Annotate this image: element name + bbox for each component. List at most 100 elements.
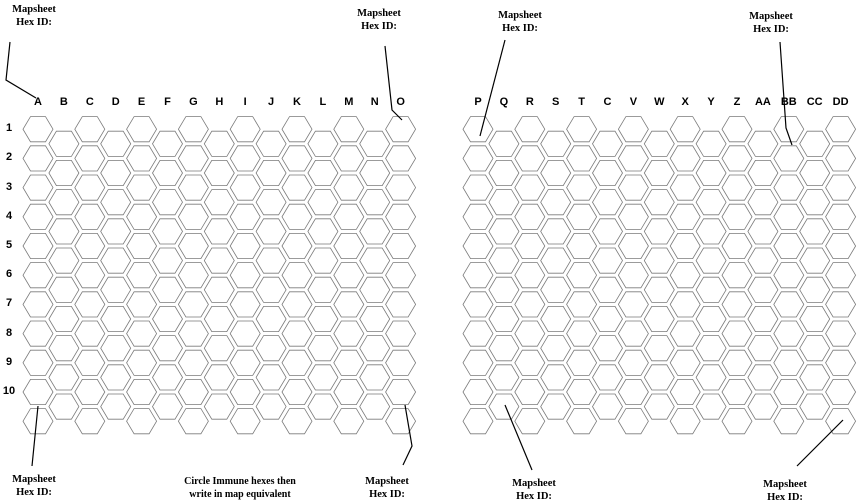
hex-cell[interactable]: [799, 305, 831, 333]
hex-cell[interactable]: [617, 203, 649, 230]
hex-cell[interactable]: [592, 218, 623, 245]
hex-cell[interactable]: [229, 349, 261, 376]
hex-cell[interactable]: [333, 232, 365, 260]
hex-cell[interactable]: [540, 393, 572, 420]
hex-cell[interactable]: [74, 378, 106, 406]
hex-cell[interactable]: [307, 130, 339, 157]
hex-cell[interactable]: [566, 378, 598, 406]
hex-cell[interactable]: [799, 393, 831, 420]
hex-cell[interactable]: [773, 232, 805, 260]
hex-cell[interactable]: [566, 116, 598, 143]
hex-cell[interactable]: [229, 408, 261, 435]
hex-cell[interactable]: [617, 320, 649, 347]
hex-cell[interactable]: [592, 159, 623, 187]
hex-cell[interactable]: [721, 145, 753, 172]
hex-cell[interactable]: [281, 145, 313, 172]
hex-cell[interactable]: [126, 145, 158, 172]
hex-cell[interactable]: [825, 349, 857, 376]
hex-cell[interactable]: [74, 349, 106, 376]
hex-cell[interactable]: [229, 174, 261, 201]
hex-cell[interactable]: [255, 218, 287, 245]
hex-cell[interactable]: [747, 189, 779, 216]
hex-cell[interactable]: [773, 174, 805, 201]
hex-cell[interactable]: [229, 291, 261, 318]
hex-cell[interactable]: [773, 145, 805, 172]
hex-cell[interactable]: [203, 218, 235, 245]
hex-cell[interactable]: [540, 247, 572, 274]
hex-cell[interactable]: [721, 320, 753, 347]
hex-cell[interactable]: [255, 130, 287, 157]
hex-cell[interactable]: [48, 393, 80, 420]
hex-cell[interactable]: [22, 349, 54, 376]
hex-cell[interactable]: [22, 145, 54, 172]
hex-cell[interactable]: [333, 408, 365, 435]
hex-cell[interactable]: [669, 408, 701, 435]
hex-cell[interactable]: [799, 189, 831, 216]
hex-cell[interactable]: [152, 247, 183, 274]
hex-cell[interactable]: [669, 174, 701, 201]
hex-cell[interactable]: [177, 291, 209, 318]
hex-cell[interactable]: [255, 393, 287, 420]
hex-cell[interactable]: [514, 116, 546, 143]
hex-cell[interactable]: [592, 247, 623, 274]
hex-cell[interactable]: [747, 364, 779, 391]
hex-cell[interactable]: [333, 203, 365, 230]
hex-cell[interactable]: [825, 174, 857, 201]
hex-cell[interactable]: [747, 247, 779, 274]
hex-cell[interactable]: [773, 378, 805, 406]
hex-cell[interactable]: [229, 203, 261, 230]
hex-cell[interactable]: [281, 378, 313, 406]
hex-cell[interactable]: [203, 247, 235, 274]
hex-cell[interactable]: [333, 378, 365, 406]
hex-cell[interactable]: [592, 130, 623, 157]
hex-cell[interactable]: [203, 393, 235, 420]
hex-cell[interactable]: [100, 364, 132, 391]
hex-cell[interactable]: [22, 203, 54, 230]
hex-cell[interactable]: [359, 305, 391, 333]
hex-cell[interactable]: [126, 320, 158, 347]
hex-cell[interactable]: [255, 159, 287, 187]
hex-cell[interactable]: [255, 247, 287, 274]
hex-cell[interactable]: [333, 116, 365, 143]
hex-cell[interactable]: [617, 378, 649, 406]
hex-cell[interactable]: [592, 393, 623, 420]
hex-cell[interactable]: [333, 320, 365, 347]
hex-cell[interactable]: [152, 393, 183, 420]
hex-cell[interactable]: [669, 145, 701, 172]
hex-cell[interactable]: [669, 320, 701, 347]
hex-cell[interactable]: [643, 159, 675, 187]
hex-cell[interactable]: [100, 247, 132, 274]
hex-cell[interactable]: [462, 174, 494, 201]
hex-cell[interactable]: [669, 378, 701, 406]
hex-cell[interactable]: [825, 203, 857, 230]
hex-cell[interactable]: [229, 145, 261, 172]
hex-cell[interactable]: [74, 116, 106, 143]
hex-cell[interactable]: [22, 408, 54, 435]
hex-cell[interactable]: [617, 145, 649, 172]
hex-cell[interactable]: [721, 262, 753, 289]
hex-cell[interactable]: [203, 335, 235, 362]
hex-cell[interactable]: [100, 159, 132, 187]
hex-cell[interactable]: [514, 145, 546, 172]
hex-cell[interactable]: [152, 189, 183, 216]
hex-cell[interactable]: [203, 276, 235, 303]
hex-cell[interactable]: [255, 335, 287, 362]
hex-cell[interactable]: [333, 145, 365, 172]
hex-cell[interactable]: [540, 130, 572, 157]
hex-cell[interactable]: [307, 189, 339, 216]
hex-cell[interactable]: [152, 130, 183, 157]
hex-cell[interactable]: [540, 305, 572, 333]
hex-cell[interactable]: [643, 335, 675, 362]
hex-cell[interactable]: [825, 291, 857, 318]
hex-cell[interactable]: [566, 262, 598, 289]
hex-cell[interactable]: [126, 232, 158, 260]
hex-cell[interactable]: [385, 320, 417, 347]
hex-cell[interactable]: [566, 408, 598, 435]
hex-cell[interactable]: [799, 159, 831, 187]
hex-cell[interactable]: [773, 408, 805, 435]
hex-cell[interactable]: [385, 291, 417, 318]
hex-cell[interactable]: [100, 276, 132, 303]
hex-cell[interactable]: [695, 276, 727, 303]
hex-cell[interactable]: [514, 349, 546, 376]
hex-cell[interactable]: [307, 247, 339, 274]
